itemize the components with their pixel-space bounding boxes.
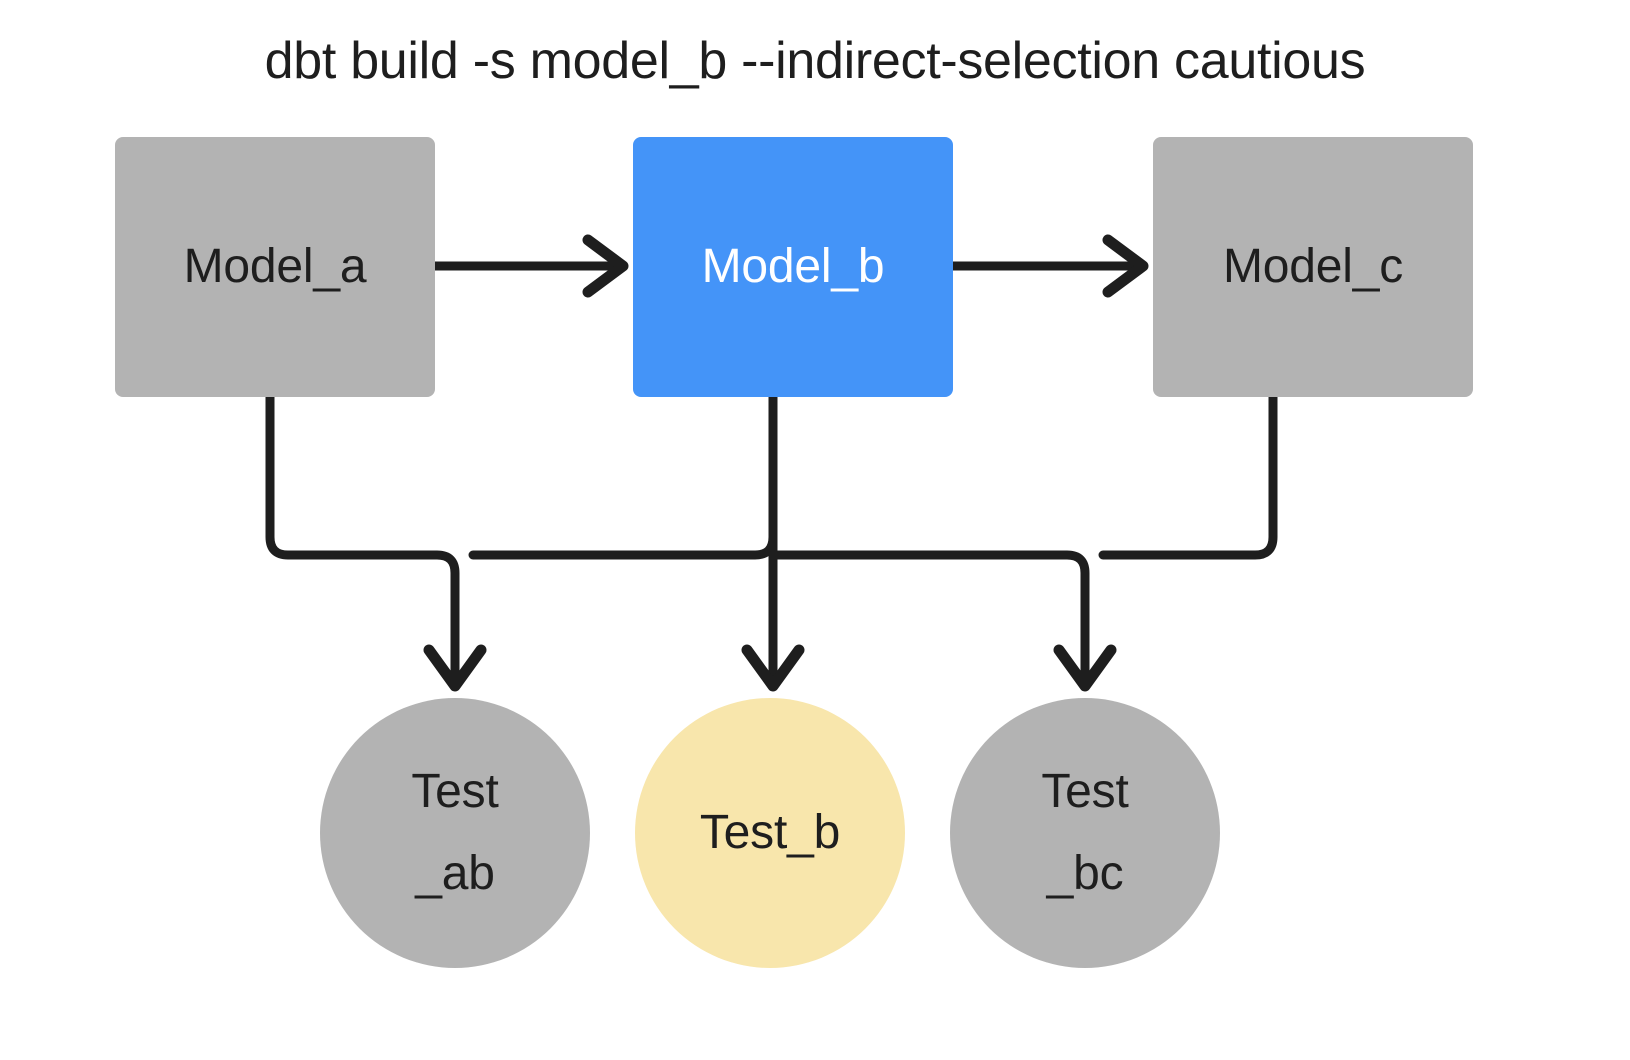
model-a-label: Model_a	[183, 240, 367, 293]
model-c-label: Model_c	[1222, 240, 1404, 293]
test-b-label: Test_b	[699, 806, 841, 859]
diagram-title: dbt build -s model_b --indirect-selectio…	[264, 32, 1366, 90]
test-bc-node[interactable]: Test _bc	[950, 698, 1220, 968]
test-b-node[interactable]: Test_b	[635, 698, 905, 968]
edge-model-b-to-test-b	[741, 392, 805, 692]
test-ab-label: Test _ab	[411, 765, 499, 900]
edge-model-a-to-model-b	[430, 234, 629, 298]
edge-model-a-to-test-ab	[265, 392, 487, 692]
model-a-node[interactable]: Model_a	[115, 137, 435, 397]
model-b-label: Model_b	[701, 240, 885, 293]
test-ab-node[interactable]: Test _ab	[320, 698, 590, 968]
edge-model-c-to-test-bc	[1098, 392, 1278, 560]
edge-model-b-to-test-bc	[768, 550, 1117, 692]
test-bc-label: Test _bc	[1041, 765, 1129, 900]
edge-model-b-to-model-c	[948, 234, 1149, 298]
model-b-node[interactable]: Model_b	[633, 137, 953, 397]
edge-model-b-to-test-ab	[468, 392, 778, 560]
model-c-node[interactable]: Model_c	[1153, 137, 1473, 397]
